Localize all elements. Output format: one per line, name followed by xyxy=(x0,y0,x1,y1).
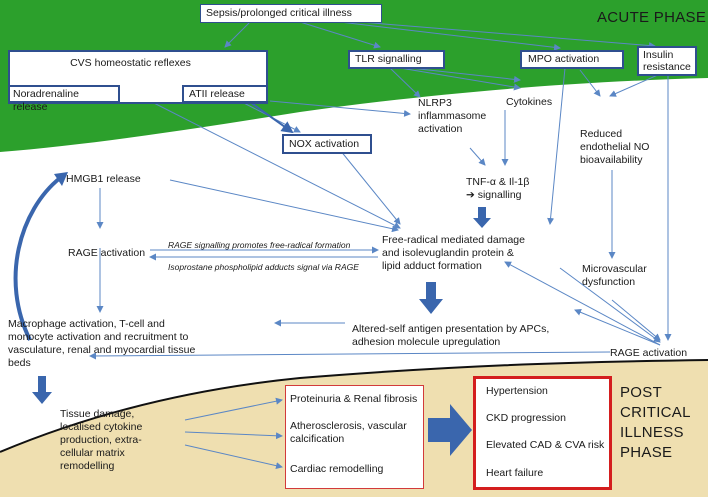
rage-activation-right: RAGE activation xyxy=(610,347,688,359)
outcome-renal: Proteinuria & Renal fibrosis xyxy=(290,393,418,405)
tissue-damage-node: Tissue damage, localised cytokine produc… xyxy=(60,408,142,473)
macrophage-line: Macrophage activation, T-cell and xyxy=(8,318,165,330)
noradrenaline-node: Noradrenaline release xyxy=(8,85,120,113)
reduced-no-line: bioavailability xyxy=(580,154,643,166)
macrophage-line: vasculature, renal and myocardial tissue xyxy=(8,344,196,356)
rage-signal-note: RAGE signalling promotes free-radical fo… xyxy=(168,240,351,250)
tissue-damage-line: cellular matrix xyxy=(60,447,125,459)
tnf-node: TNF-α & Il-1β ➔ signalling xyxy=(466,176,529,202)
post-phase-line: ILLNESS xyxy=(620,424,684,441)
cvs-label: CVS homeostatic reflexes xyxy=(70,57,191,69)
acute-phase-region xyxy=(0,0,708,152)
cytokines-node: Cytokines xyxy=(506,96,553,108)
outcome-cardiac: Cardiac remodelling xyxy=(290,463,384,475)
tissue-damage-line: production, extra- xyxy=(60,434,142,446)
insulin-line: Insulin xyxy=(643,49,674,61)
insulin-line: resistance xyxy=(643,61,691,73)
reduced-no-line: endothelial NO xyxy=(580,141,650,153)
intermediate-outcomes-box: Proteinuria & Renal fibrosis Atheroscler… xyxy=(285,385,424,489)
insulin-node: Insulin resistance xyxy=(637,46,697,76)
hmgb1-feedback-arrow xyxy=(13,176,62,341)
outcome-hypertension: Hypertension xyxy=(486,385,548,397)
acute-phase-label: ACUTE PHASE xyxy=(597,9,707,26)
microvascular-line: dysfunction xyxy=(582,276,636,288)
rage-activation-left: RAGE activation xyxy=(68,247,146,259)
macrophage-line: beds xyxy=(8,357,31,369)
altered-self-line: Altered-self antigen presentation by APC… xyxy=(352,323,550,335)
outcome-heart-failure: Heart failure xyxy=(486,467,544,479)
tissue-damage-line: remodelling xyxy=(60,460,115,472)
atii-node: ATII release xyxy=(182,85,268,103)
block-arrows xyxy=(32,207,491,456)
nox-node: NOX activation xyxy=(282,134,372,154)
reduced-no-node: Reduced endothelial NO bioavailability xyxy=(580,128,649,167)
outcome-cad-cva: Elevated CAD & CVA risk xyxy=(486,439,605,451)
outcome-ckd: CKD progression xyxy=(486,412,566,424)
reduced-no-line: Reduced xyxy=(580,128,623,140)
post-phase-label: POST CRITICAL ILLNESS PHASE xyxy=(620,383,691,463)
nlrp3-node: NLRP3 inflammasome activation xyxy=(418,97,486,136)
free-radical-line: Free-radical mediated damage xyxy=(382,234,525,246)
arrow-connectors xyxy=(89,21,672,470)
free-radical-line: and isolevuglandin protein & xyxy=(382,247,514,259)
free-radical-node: Free-radical mediated damage and isolevu… xyxy=(382,234,525,273)
microvascular-line: Microvascular xyxy=(582,263,647,275)
altered-self-node: Altered-self antigen presentation by APC… xyxy=(352,323,549,349)
post-phase-line: POST xyxy=(620,384,663,401)
tnf-line: TNF-α & Il-1β xyxy=(466,176,530,188)
microvascular-node: Microvascular dysfunction xyxy=(582,263,647,289)
tissue-damage-line: Tissue damage, xyxy=(60,408,135,420)
nlrp3-line: inflammasome xyxy=(418,110,487,122)
tissue-damage-line: localised cytokine xyxy=(60,421,143,433)
macrophage-node: Macrophage activation, T-cell and monocy… xyxy=(8,318,195,370)
final-outcomes-box: Hypertension CKD progression Elevated CA… xyxy=(473,376,612,490)
mpo-node: MPO activation xyxy=(520,50,624,69)
outcome-atherosclerosis: Atherosclerosis, vascular calcification xyxy=(290,420,407,445)
nlrp3-line: activation xyxy=(418,123,463,135)
tnf-line: ➔ signalling xyxy=(466,189,522,201)
tlr-node: TLR signalling xyxy=(348,50,445,69)
altered-self-line: adhesion molecule upregulation xyxy=(352,336,501,348)
post-phase-line: PHASE xyxy=(620,444,673,461)
hmgb1-node: HMGB1 release xyxy=(66,173,141,185)
isoprostane-note: Isoprostane phospholipid adducts signal … xyxy=(168,262,359,272)
macrophage-line: monocyte activation and recruitment to xyxy=(8,331,189,343)
sepsis-node: Sepsis/prolonged critical illness xyxy=(200,4,382,23)
post-phase-line: CRITICAL xyxy=(620,404,691,421)
nlrp3-line: NLRP3 xyxy=(418,97,452,109)
free-radical-line: lipid adduct formation xyxy=(382,260,482,272)
